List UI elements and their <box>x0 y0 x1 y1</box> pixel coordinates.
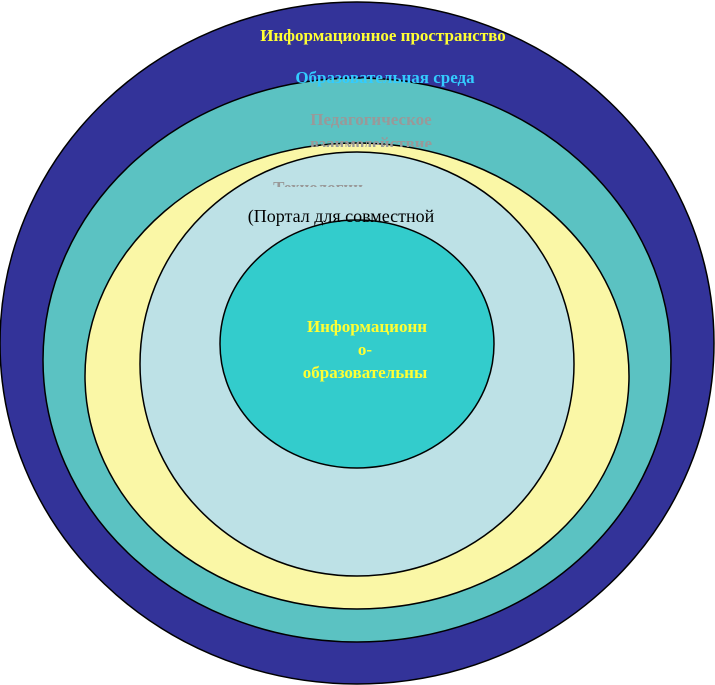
label-pedagogical-interaction-line2: взаимодействие <box>310 134 432 153</box>
ring-core <box>219 219 495 469</box>
label-core-line3: образовательны <box>303 363 428 382</box>
label-core-line2: о- <box>358 340 373 359</box>
label-information-space: Информационное пространство <box>260 26 505 45</box>
label-educational-environment: Образовательная среда <box>295 68 475 87</box>
label-pedagogical-interaction-line1: Педагогическое <box>310 110 432 129</box>
label-core-line1: Информационн <box>307 317 427 336</box>
label-technologies-line2: (Портал для совместной <box>248 206 435 227</box>
label-technologies-line1: Технологии <box>273 178 363 197</box>
